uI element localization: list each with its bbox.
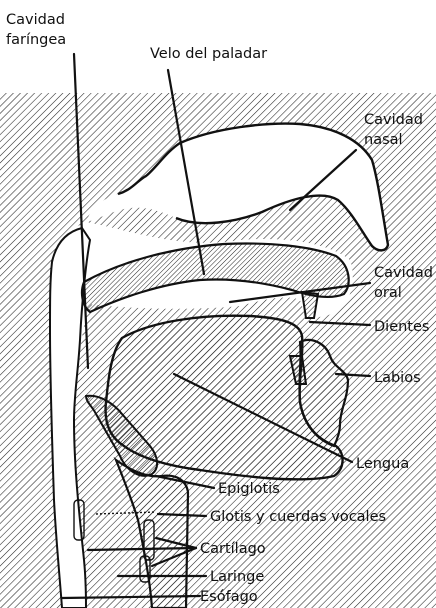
label-cavidad-nasal-2: nasal (364, 132, 403, 148)
label-cavidad-faringea-2: faríngea (6, 32, 66, 48)
label-epiglotis: Epiglotis (218, 481, 280, 497)
label-cavidad-oral-1: Cavidad (374, 265, 433, 281)
label-cavidad-nasal-1: Cavidad (364, 112, 423, 128)
label-dientes: Dientes (374, 319, 429, 335)
label-glotis-cuerdas-vocales: Glotis y cuerdas vocales (210, 509, 386, 525)
label-esofago: Esófago (200, 589, 258, 605)
label-cavidad-oral-2: oral (374, 285, 402, 301)
label-lengua: Lengua (356, 456, 409, 472)
label-laringe: Laringe (210, 569, 264, 585)
label-cartilago: Cartílago (200, 541, 266, 557)
label-cavidad-faringea-1: Cavidad (6, 12, 65, 28)
label-velo-del-paladar: Velo del paladar (150, 46, 267, 62)
label-labios: Labios (374, 370, 421, 386)
upper-tooth (302, 292, 318, 318)
